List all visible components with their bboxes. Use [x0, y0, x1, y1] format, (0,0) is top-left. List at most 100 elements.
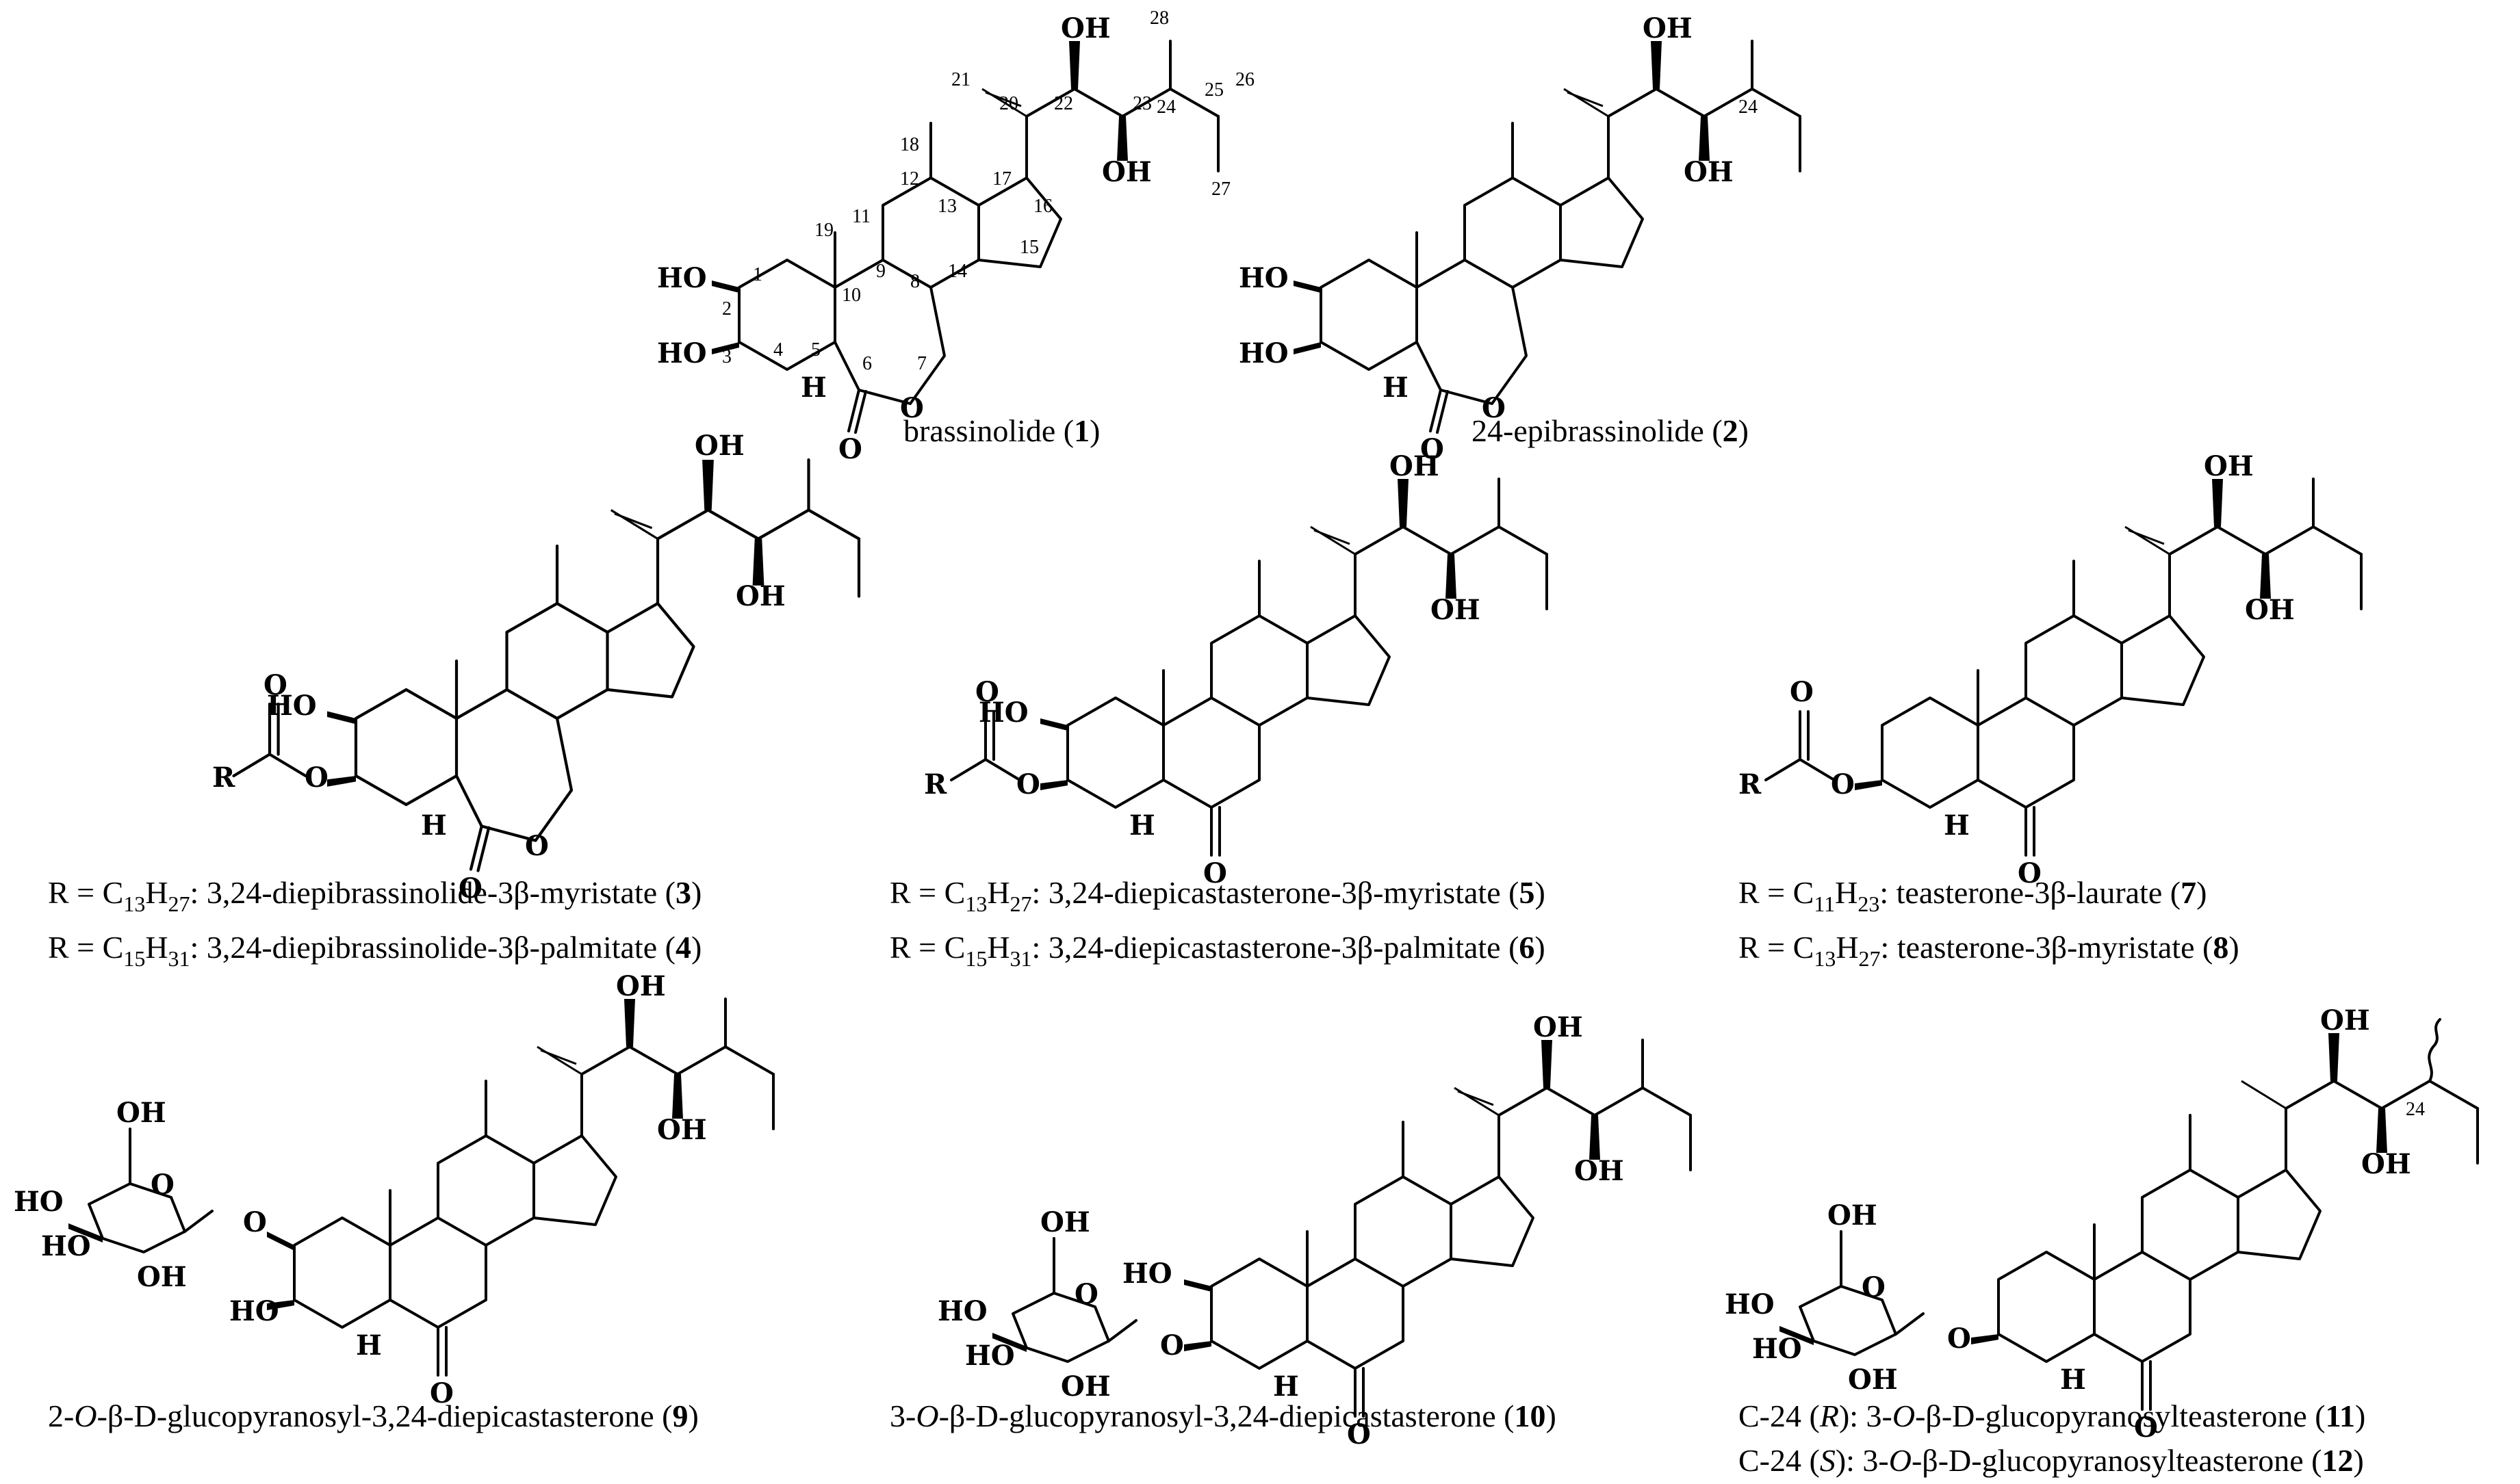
caption-compound-2: 24-epibrassinolide (2) — [1471, 413, 1749, 448]
lactone-oxygen-label: O — [525, 830, 549, 862]
glucose-ring: O OH HO HO OH — [14, 1097, 214, 1293]
hydrogen-5-label: H — [801, 372, 827, 404]
sugar-hydroxyl-4-label: HO — [1725, 1288, 1775, 1320]
caption-compound-6: R = C15H31: 3,24-diepicastasterone-3β-pa… — [890, 930, 1545, 971]
caption-compound-12: C-24 (S): 3-O-β-D-glucopyranosylteastero… — [1738, 1443, 2364, 1478]
sugar-hydroxyl-3-label: HO — [1752, 1333, 1802, 1365]
locant-23: 23 — [1133, 93, 1152, 114]
sugar-hydroxyl-6-label: OH — [1827, 1199, 1877, 1232]
locant-13: 13 — [938, 196, 957, 217]
hydroxyl-2-label: HO — [1239, 262, 1289, 294]
locant-18: 18 — [900, 134, 919, 155]
sugar-hydroxyl-2-label: OH — [1061, 1370, 1111, 1403]
hydroxyl-2-label: HO — [979, 697, 1029, 729]
locant-22: 22 — [1054, 93, 1073, 114]
ester-carbonyl-oxygen-label: O — [1790, 676, 1814, 708]
hydrogen-5-label: H — [2060, 1364, 2086, 1396]
locant-6: 6 — [862, 353, 872, 374]
locant-2: 2 — [722, 298, 732, 320]
hydroxyl-23-label: OH — [1102, 156, 1152, 188]
sugar-hydroxyl-2-label: OH — [137, 1261, 187, 1293]
caption-compound-10: 3-O-β-D-glucopyranosyl-3,24-diepicastast… — [890, 1398, 1556, 1433]
hydroxyl-22-label: OH — [1643, 12, 1693, 44]
hydroxyl-23-label: OH — [1574, 1155, 1624, 1187]
locant-7: 7 — [917, 353, 927, 374]
caption-compound-1: brassinolide (1) — [903, 413, 1100, 448]
hydroxyl-22-label: OH — [2320, 1004, 2370, 1037]
hydroxyl-23-label: OH — [736, 580, 786, 612]
ketone-oxygen-label: O — [430, 1377, 454, 1409]
hydroxyl-22-label: OH — [1389, 450, 1439, 482]
hydroxyl-23-label: OH — [1684, 156, 1734, 188]
sugar-hydroxyl-6-label: OH — [116, 1097, 166, 1129]
locant-3: 3 — [722, 346, 732, 367]
r-group-label: R — [212, 761, 235, 794]
sugar-hydroxyl-4-label: HO — [14, 1186, 64, 1218]
hydroxyl-3-label: HO — [1239, 337, 1289, 369]
caption-compound-3: R = C13H27: 3,24-diepibrassinolide-3β-my… — [48, 875, 702, 916]
hydroxyl-22-label: OH — [1061, 12, 1111, 44]
ketone-oxygen-label: O — [1347, 1418, 1371, 1450]
ketone-oxygen-label: O — [2018, 857, 2042, 889]
caption-compound-7: R = C11H23: teasterone-3β-laurate (7) — [1738, 875, 2207, 916]
locant-15: 15 — [1020, 237, 1039, 258]
carbonyl-oxygen-label: O — [459, 872, 483, 904]
locant-4: 4 — [773, 339, 783, 361]
locant-20: 20 — [999, 93, 1018, 114]
caption-compound-9: 2-O-β-D-glucopyranosyl-3,24-diepicastast… — [48, 1398, 699, 1433]
sugar-hydroxyl-2-label: OH — [1848, 1364, 1898, 1396]
ketone-oxygen-label: O — [2134, 1411, 2158, 1444]
compound-3-4-structure: HO O O R H O O OH OH — [212, 430, 859, 904]
compound-10-structure: HO O H O OH OH O OH HO HO OH — [938, 1011, 1692, 1450]
compound-2-structure: HO HO H O O OH OH 24 24-epibrassinolide … — [1239, 12, 1801, 465]
locant-28: 28 — [1150, 8, 1169, 29]
locant-24: 24 — [1157, 96, 1176, 118]
sugar-ring-oxygen-label: O — [1075, 1278, 1098, 1310]
glucose-ring: O OH HO HO OH — [1725, 1199, 1925, 1396]
hydroxyl-22-label: OH — [2204, 450, 2254, 482]
hydrogen-5-label: H — [1944, 809, 1970, 842]
sugar-hydroxyl-6-label: OH — [1040, 1206, 1090, 1238]
hydroxyl-23-label: OH — [657, 1114, 707, 1146]
carbonyl-oxygen-label: O — [1420, 433, 1444, 465]
locant-8: 8 — [910, 271, 920, 292]
locant-10: 10 — [842, 285, 861, 306]
locant-27: 27 — [1211, 179, 1231, 200]
compound-5-6-structure: HO O O R H O OH OH — [924, 450, 1548, 889]
ester-oxygen-label: O — [1831, 768, 1855, 800]
ester-carbonyl-oxygen-label: O — [975, 676, 999, 708]
glucose-ring: O OH HO HO OH — [938, 1206, 1137, 1403]
ketone-oxygen-label: O — [1203, 857, 1227, 889]
ester-oxygen-label: O — [305, 761, 329, 794]
caption-compound-4: R = C15H31: 3,24-diepibrassinolide-3β-pa… — [48, 930, 702, 971]
r-group-label: R — [924, 768, 947, 800]
locant-9: 9 — [876, 261, 886, 282]
locant-17: 17 — [992, 168, 1012, 190]
sugar-hydroxyl-4-label: HO — [938, 1295, 988, 1327]
hydroxyl-23-label: OH — [2245, 594, 2295, 626]
lactone-oxygen-label: O — [900, 392, 924, 424]
hydrogen-5-label: H — [356, 1329, 382, 1362]
r-group-label: R — [1738, 768, 1762, 800]
hydroxyl-22-label: OH — [616, 970, 666, 1002]
glycoside-oxygen-label: O — [243, 1206, 267, 1238]
locant-26: 26 — [1235, 69, 1255, 90]
hydroxyl-22-label: OH — [695, 430, 745, 462]
ester-carbonyl-oxygen-label: O — [263, 669, 287, 701]
glycoside-oxygen-label: O — [1947, 1323, 1971, 1355]
ester-oxygen-label: O — [1016, 768, 1040, 800]
locant-25: 25 — [1205, 79, 1224, 101]
hydrogen-5-label: H — [1383, 372, 1409, 404]
locant-5: 5 — [811, 339, 821, 361]
compound-9-structure: HO O H O OH OH O OH HO HO OH — [14, 970, 775, 1409]
hydroxyl-22-label: OH — [1533, 1011, 1583, 1043]
hydroxyl-3-label: HO — [657, 337, 707, 369]
hydrogen-5-label: H — [421, 809, 447, 842]
compound-7-8-structure: O O R H O OH OH — [1738, 450, 2363, 889]
locant-19: 19 — [814, 220, 834, 241]
caption-compound-5: R = C13H27: 3,24-diepicastasterone-3β-my… — [890, 875, 1545, 916]
sugar-hydroxyl-3-label: HO — [965, 1340, 1015, 1372]
locant-11: 11 — [852, 206, 871, 227]
locant-1: 1 — [753, 264, 762, 285]
locant-16: 16 — [1033, 196, 1053, 217]
